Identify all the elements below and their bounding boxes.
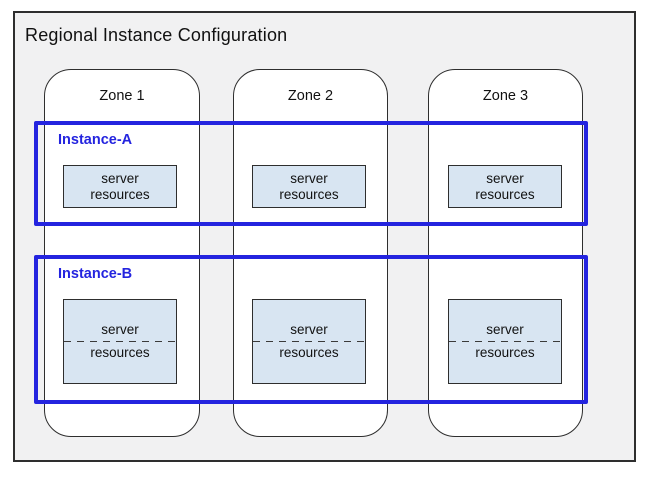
server-resources-label: resources [90, 345, 150, 360]
server-resources-label: server [290, 170, 328, 186]
server-resources-label: resources [90, 186, 150, 202]
server-resources-box: server resources [252, 299, 366, 384]
server-resources-label: resources [279, 345, 339, 360]
server-resources-box: server resources [63, 165, 177, 208]
partition-dashed-line [64, 341, 176, 342]
partition-dashed-line [253, 341, 365, 342]
instance-b-label: Instance-B [58, 266, 133, 282]
server-resources-label: server [486, 322, 524, 337]
instance-a-box: Instance-A [34, 121, 588, 226]
server-resources-box: server resources [252, 165, 366, 208]
diagram-title: Regional Instance Configuration [25, 25, 288, 45]
server-resources-box: server resources [448, 165, 562, 208]
instance-a-label: Instance-A [58, 132, 133, 148]
zone-3-label: Zone 3 [482, 88, 529, 104]
server-resources-label: server [101, 322, 139, 337]
server-resources-label: server [290, 322, 328, 337]
server-resources-box: server resources [63, 299, 177, 384]
server-resources-label: resources [279, 186, 339, 202]
zone-2-label: Zone 2 [287, 88, 334, 104]
server-resources-label: resources [475, 186, 535, 202]
server-resources-label: server [101, 170, 139, 186]
partition-dashed-line [449, 341, 561, 342]
server-resources-box: server resources [448, 299, 562, 384]
instance-b-box: Instance-B [34, 255, 588, 404]
server-resources-label: resources [475, 345, 535, 360]
server-resources-label: server [486, 170, 524, 186]
zone-1-label: Zone 1 [99, 88, 145, 104]
